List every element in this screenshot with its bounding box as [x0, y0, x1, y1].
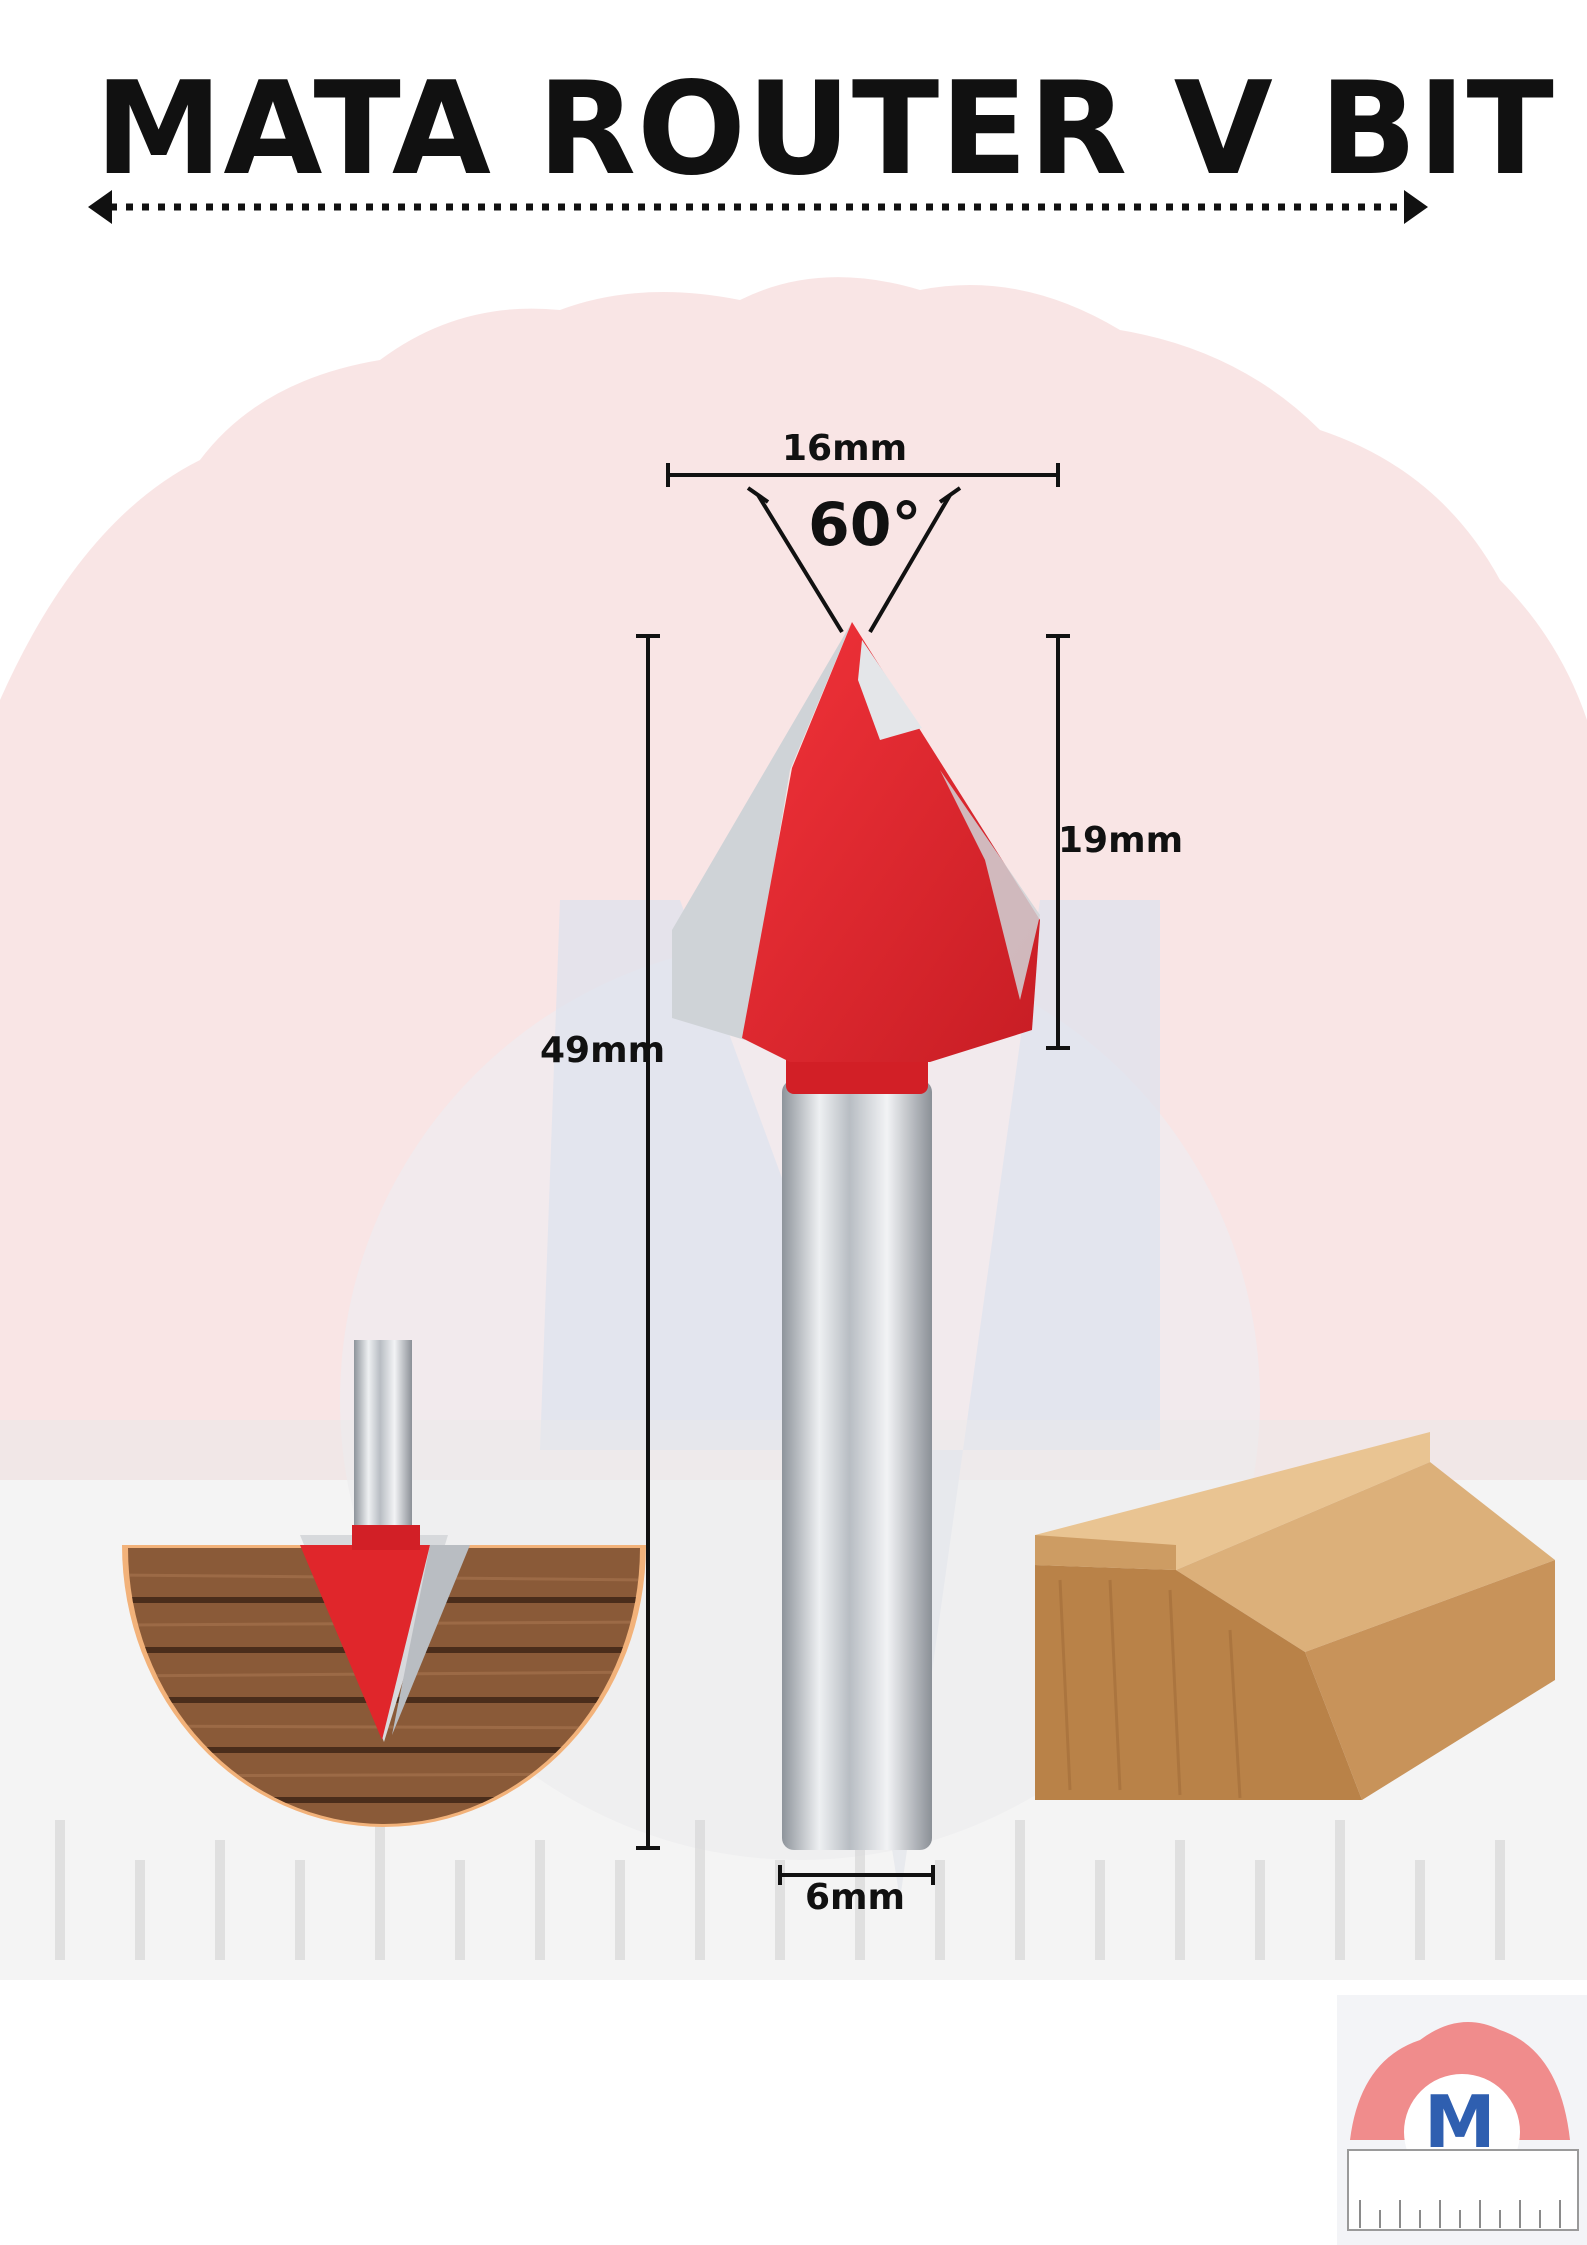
- bit-cutter-steel: [672, 622, 852, 1040]
- length-dimension-line: [636, 634, 660, 1850]
- bit-cutter-red: [742, 622, 1040, 1062]
- shank-diameter-label: 6mm: [805, 1877, 906, 1918]
- brand-logo-letter: M: [1424, 2080, 1496, 2164]
- bit-cutter-blade: [858, 640, 922, 740]
- wood-block-illustration: [1035, 1432, 1555, 1800]
- angle-dimension-lines: [746, 486, 962, 634]
- bit-cutter-blade-right: [940, 770, 1040, 1000]
- width-dimension-line: [666, 463, 1060, 487]
- width-label: 16mm: [782, 428, 908, 469]
- page-title: MATA ROUTER V BIT: [95, 55, 1555, 204]
- faded-m-letter: [540, 900, 1160, 1900]
- bit-shank: [782, 1080, 932, 1850]
- total-length-label: 49mm: [540, 1030, 666, 1071]
- shank-dimension-line: [778, 1865, 935, 1885]
- faded-ruler-ticks: [55, 1820, 1505, 1960]
- angle-label: 60°: [808, 490, 922, 560]
- brand-logo-artwork: [1337, 1995, 1587, 2245]
- router-bit-illustration: [672, 622, 1040, 1850]
- cutter-length-label: 19mm: [1058, 820, 1184, 861]
- title-underline-arrow: [88, 190, 1428, 224]
- cutter-dimension-line: [1046, 634, 1070, 1050]
